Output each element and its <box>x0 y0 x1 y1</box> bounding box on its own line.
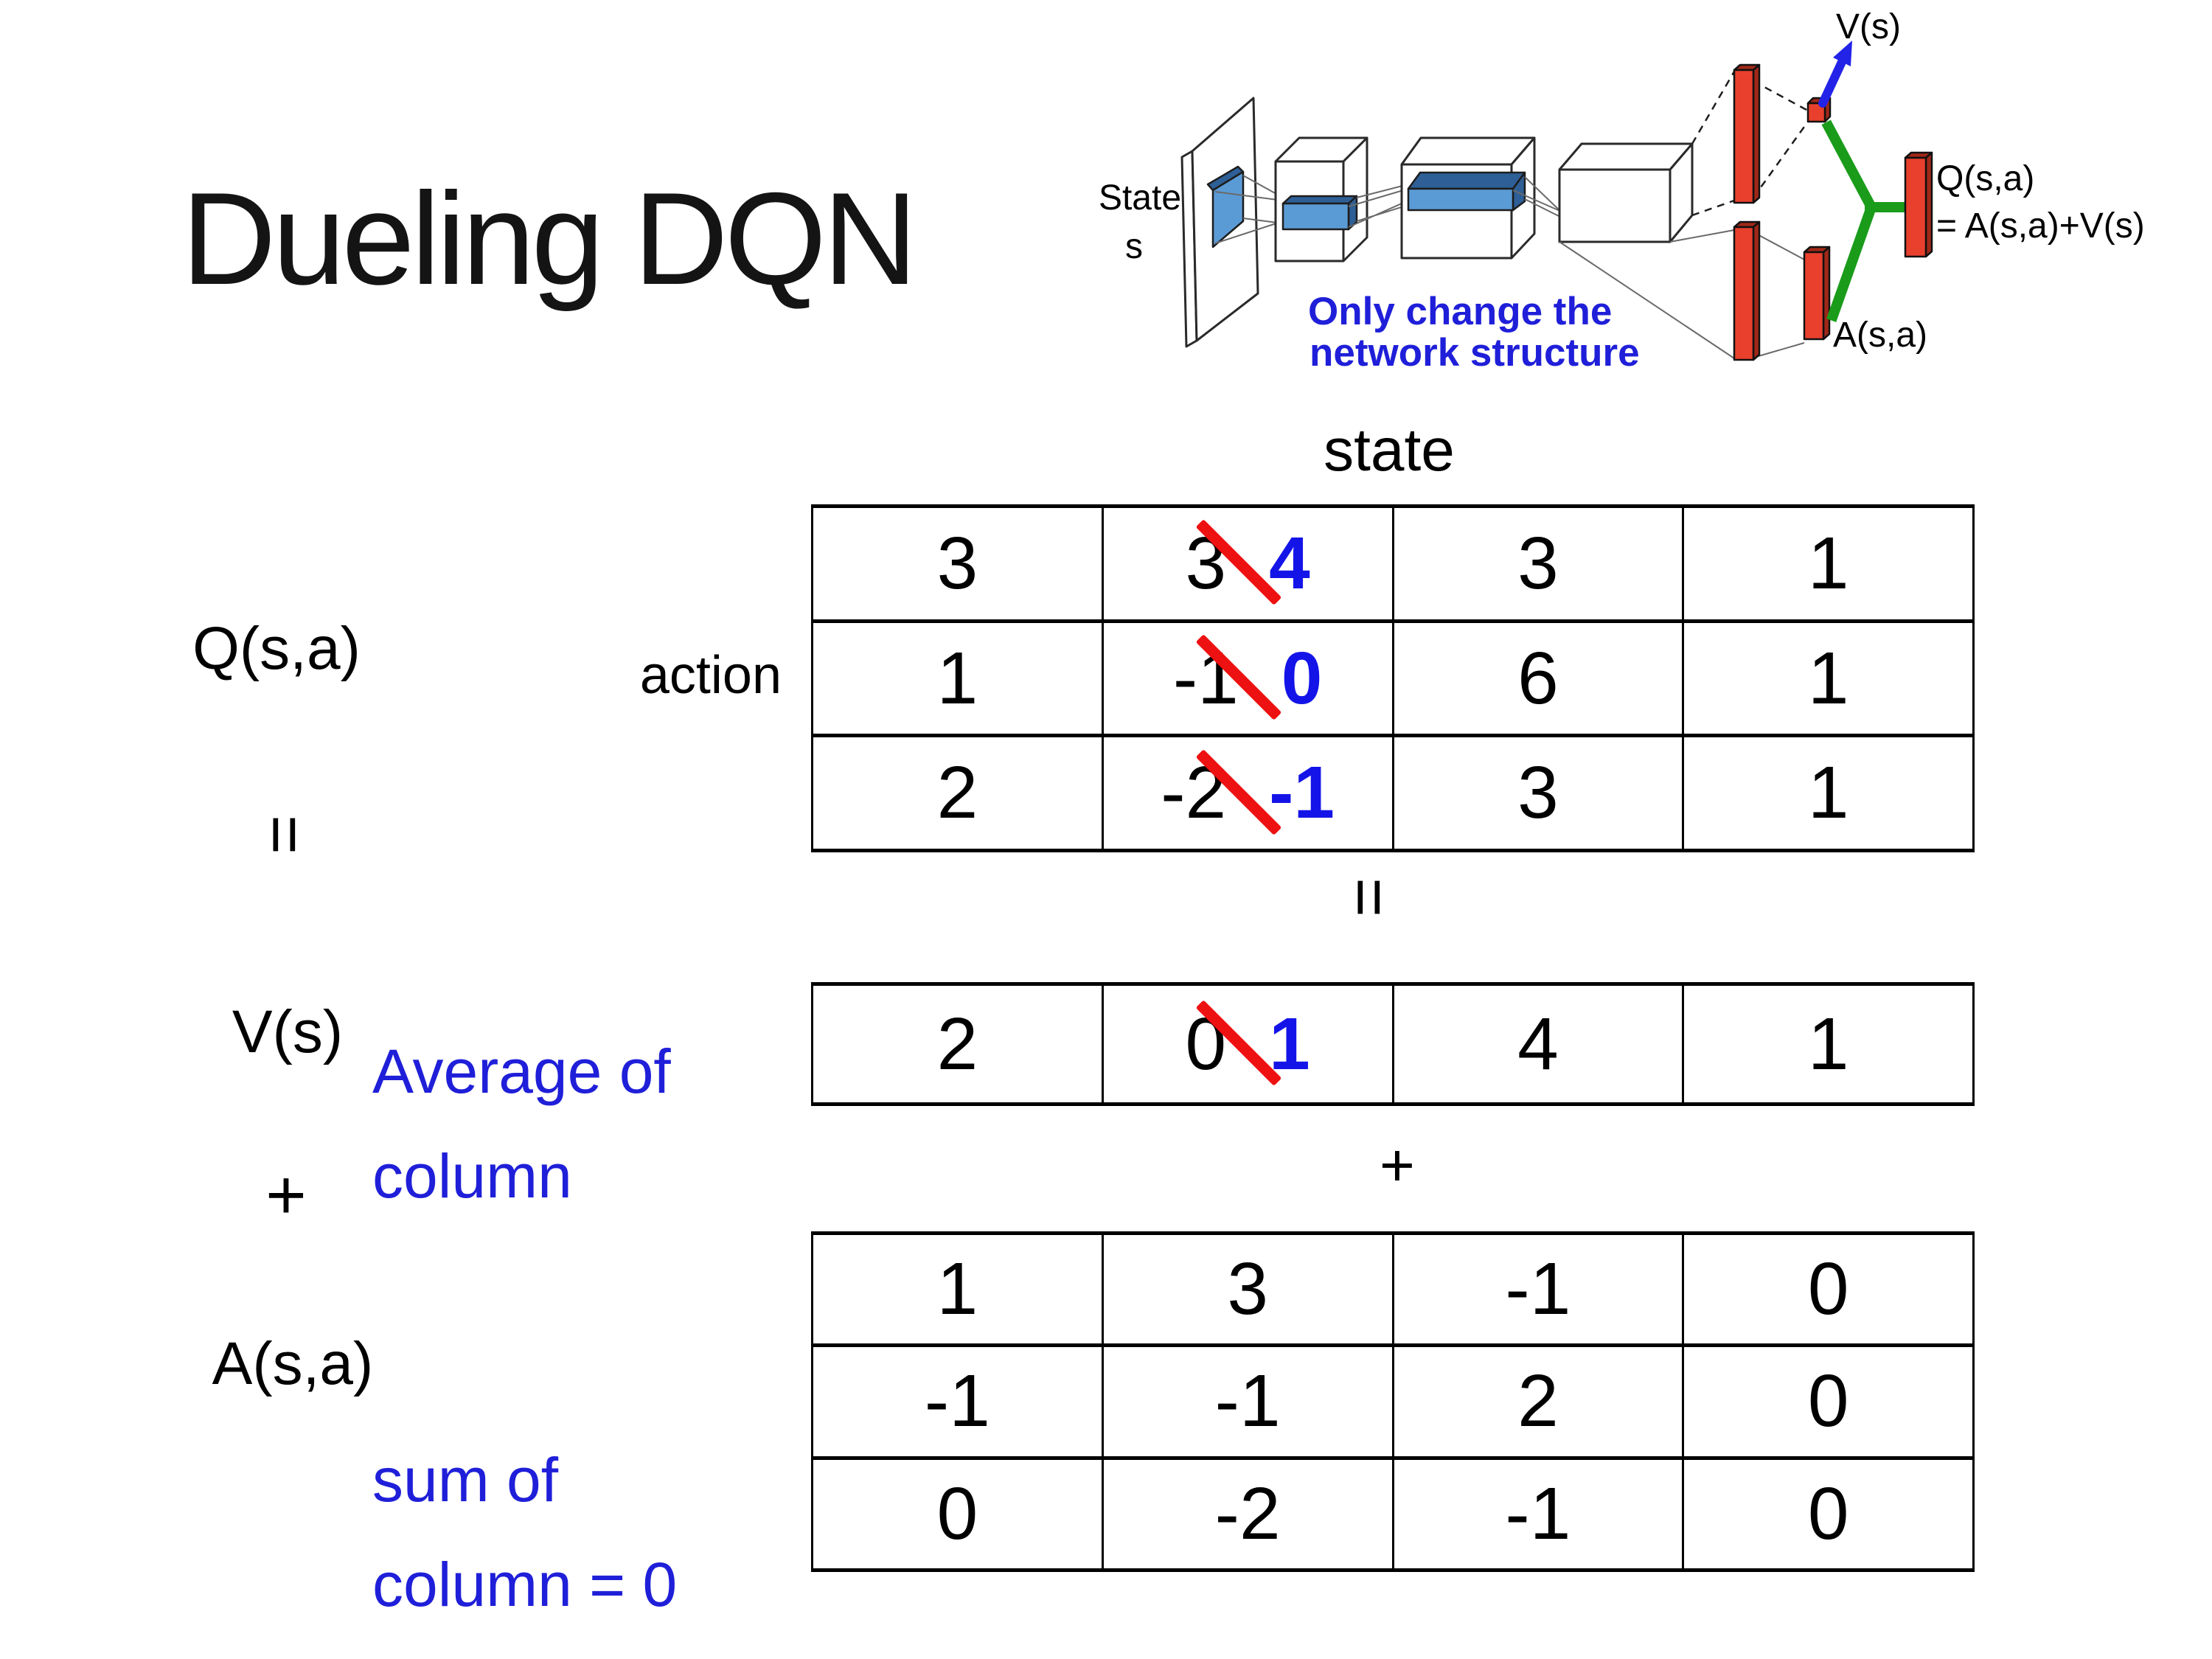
table-cell: 3 <box>1394 508 1685 619</box>
q-function-label: Q(s,a) <box>192 615 361 682</box>
v-output-label: V(s) <box>1836 7 1901 46</box>
table-cell: 3 <box>1394 737 1685 849</box>
table-row: 3 3 4 3 1 <box>813 508 1972 623</box>
network-note-line1: Only change the <box>1308 290 1612 333</box>
table-cell: 0 <box>813 1459 1104 1568</box>
receptive-fan-3 <box>1512 176 1564 219</box>
table-cell: 1 <box>1807 751 1849 835</box>
q-output-label-line1: Q(s,a) <box>1936 159 2034 198</box>
plus-symbol-left: + <box>265 1156 307 1234</box>
conv-filter-wedge <box>1211 170 1245 248</box>
table-cell: -1 <box>1394 1459 1685 1568</box>
table-row: 1 3 -1 0 <box>813 1235 1972 1348</box>
table-row: -1 -1 2 0 <box>813 1347 1972 1460</box>
network-note-line2: network structure <box>1310 331 1640 375</box>
q-output-bar <box>1904 156 1927 258</box>
table-row: 2 0 1 4 1 <box>813 986 1972 1102</box>
table-row: 1 -1 0 6 1 <box>813 622 1972 738</box>
feature-bar-1-top <box>1281 195 1358 205</box>
table-cell: 4 <box>1394 986 1685 1102</box>
value-stream-dashed-links <box>1691 71 1809 217</box>
plus-symbol-mid: + <box>1380 1132 1415 1199</box>
table-cell: -1 <box>1394 1235 1685 1344</box>
table-cell: -2 <box>1104 1459 1394 1568</box>
crossed-new-value: -1 <box>1269 751 1335 835</box>
table-cell: 1 <box>1807 636 1849 720</box>
table-cell-crossed: -2 -1 <box>1104 737 1394 849</box>
crossed-new-value: 1 <box>1269 1002 1310 1085</box>
receptive-fan-2 <box>1348 184 1409 228</box>
table-cell: 0 <box>1807 1360 1849 1443</box>
q-table: 3 3 4 3 1 1 -1 0 6 1 2 -2 -1 <box>811 504 1975 852</box>
feature-bar-2-top <box>1407 171 1526 190</box>
table-row: 0 -2 -1 0 <box>813 1459 1972 1568</box>
table-cell: 1 <box>1807 1002 1849 1085</box>
sum-note: sum of column = 0 <box>372 1427 677 1637</box>
table-cell: 3 <box>813 508 1104 619</box>
equals-symbol-mid: = <box>1332 877 1407 917</box>
advantage-stream-links <box>1559 229 1805 359</box>
average-note: Average of column <box>372 1019 671 1228</box>
table-cell: 1 <box>1807 521 1849 605</box>
advantage-bar <box>1803 251 1825 341</box>
table-cell: 2 <box>813 986 1104 1102</box>
table-cell: 1 <box>813 1235 1104 1344</box>
table-cell: 0 <box>1807 1472 1849 1555</box>
table-cell: 2 <box>813 737 1104 849</box>
a-output-label: A(s,a) <box>1833 316 1927 355</box>
fc-bar-top <box>1733 69 1755 204</box>
v-function-label: V(s) <box>232 998 344 1065</box>
table-cell: 3 <box>1104 1235 1394 1344</box>
table-cell: -1 <box>813 1347 1104 1456</box>
table-cell: 6 <box>1394 622 1685 734</box>
q-output-label-line2: = A(s,a)+V(s) <box>1936 206 2145 246</box>
value-node <box>1806 102 1826 123</box>
state-sub-label: s <box>1125 227 1143 266</box>
equals-symbol-left: = <box>247 815 322 855</box>
value-arrow-head <box>1833 41 1852 66</box>
table-row: 2 -2 -1 3 1 <box>813 737 1972 849</box>
a-function-label: A(s,a) <box>212 1330 374 1397</box>
network-diagram: State s V(s) Q(s,a) = A(s,a)+V(s) A(s,a)… <box>1099 7 2145 375</box>
state-label: State <box>1099 178 1181 218</box>
v-row-table: 2 0 1 4 1 <box>811 982 1975 1106</box>
crossed-new-value: 4 <box>1269 521 1310 605</box>
table-cell-crossed: 3 4 <box>1104 508 1394 619</box>
average-note-line1: Average of <box>372 1037 671 1106</box>
a-table: 1 3 -1 0 -1 -1 2 0 0 -2 -1 0 <box>811 1231 1975 1572</box>
feature-bar-2 <box>1407 187 1514 212</box>
table-cell-crossed: 0 1 <box>1104 986 1394 1102</box>
slide-title: Dueling DQN <box>181 165 918 312</box>
sum-note-line1: sum of <box>372 1445 559 1514</box>
sum-note-line2: column = 0 <box>372 1550 678 1619</box>
state-header-label: state <box>1324 417 1455 484</box>
fc-bar-bottom <box>1733 226 1755 361</box>
merge-link <box>1821 119 1910 322</box>
table-cell: 0 <box>1807 1248 1849 1331</box>
table-cell: 2 <box>1394 1347 1685 1456</box>
table-cell: -1 <box>1104 1347 1394 1456</box>
feature-bar-1 <box>1281 202 1350 231</box>
crossed-new-value: 0 <box>1281 636 1323 720</box>
table-cell: 1 <box>813 622 1104 734</box>
table-cell-crossed: -1 0 <box>1104 622 1394 734</box>
value-arrow <box>1818 58 1846 108</box>
receptive-fan-1 <box>1214 175 1284 244</box>
average-note-line2: column <box>372 1141 572 1211</box>
action-header-label: action <box>639 646 782 705</box>
conv-cube-3 <box>1558 168 1672 243</box>
